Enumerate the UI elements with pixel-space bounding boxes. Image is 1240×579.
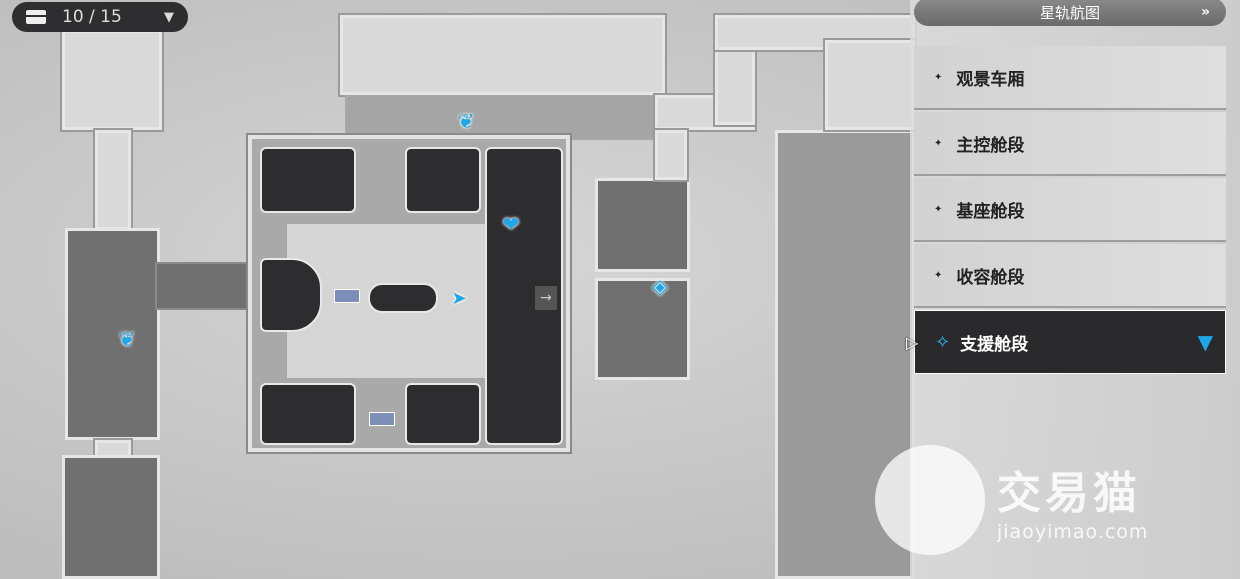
dropdown-triangle-icon: ▼: [164, 9, 174, 25]
map-room-left-hall: [65, 228, 160, 440]
watermark: 交易猫 jiaoyimao.com: [875, 445, 1148, 555]
area-item-base-zone[interactable]: ✦ 基座舱段: [914, 178, 1226, 242]
map-room-dark-nw: [260, 147, 356, 213]
map-room-top-left: [60, 28, 164, 132]
diamond-star-icon: ✧: [935, 331, 951, 353]
map-far-right-top: [823, 38, 917, 132]
star-icon: ✦: [934, 203, 943, 215]
star-rail-map-title: 星轨航图: [1039, 3, 1100, 22]
map-room-dark-n: [405, 147, 481, 213]
selection-pointer-icon: ▷: [906, 333, 919, 352]
area-item-label: 观景车厢: [956, 69, 1025, 90]
map-room-dark-w: [260, 258, 322, 332]
quest-marker-icon[interactable]: ❦: [118, 327, 136, 351]
watermark-name: 交易猫: [997, 468, 1141, 519]
star-icon: ✦: [934, 269, 943, 281]
map-corridor-left-horizontal: [155, 262, 252, 310]
current-location-arrow-icon: ▼: [1197, 330, 1213, 354]
treasure-count: 10 / 15: [62, 7, 122, 27]
double-chevron-right-icon: »: [1200, 4, 1210, 20]
area-item-label: 基座舱段: [956, 201, 1025, 222]
area-item-storage-zone[interactable]: ✦ 收容舱段: [914, 244, 1226, 308]
treasure-chest-icon: [26, 10, 46, 24]
star-icon: ✦: [934, 71, 943, 83]
star-icon: ✦: [934, 137, 943, 149]
map-upper-building: [338, 13, 667, 97]
map-upper-hall: [345, 95, 660, 140]
map-center-bowtie: [368, 283, 438, 313]
quest-marker-icon[interactable]: ❤: [502, 212, 520, 236]
area-item-label: 支援舱段: [960, 334, 1029, 355]
map-room-dark-sw: [260, 383, 356, 445]
map-corridor-east: [653, 128, 689, 182]
area-item-master-control[interactable]: ✦ 主控舱段: [914, 112, 1226, 176]
mission-marker-icon[interactable]: ◈: [652, 274, 668, 298]
map-blue-panel: [369, 412, 395, 426]
area-item-label: 收容舱段: [956, 267, 1025, 288]
map-blue-panel: [334, 289, 360, 303]
quest-marker-icon[interactable]: ❦: [457, 109, 475, 133]
player-arrow-icon: ➤: [451, 288, 467, 309]
area-item-label: 主控舱段: [956, 135, 1025, 156]
map-corridor-left-vertical: [93, 128, 133, 232]
map-room-east: [595, 178, 690, 272]
area-item-supply-zone[interactable]: ✧ 支援舱段 ▼: [914, 310, 1226, 374]
area-item-observation-car[interactable]: ✦ 观景车厢: [914, 46, 1226, 110]
map-room-dark-s: [405, 383, 481, 445]
watermark-url: jiaoyimao.com: [997, 521, 1149, 543]
watermark-cat-logo: [875, 445, 985, 555]
map-room-bottom-left: [62, 455, 160, 579]
map-exit-arrow-icon[interactable]: →: [535, 286, 557, 310]
star-rail-map-button[interactable]: 星轨航图 »: [914, 0, 1226, 26]
treasure-counter-dropdown[interactable]: 10 / 15 ▼: [12, 2, 188, 32]
map-room-east-lower: [595, 278, 690, 380]
